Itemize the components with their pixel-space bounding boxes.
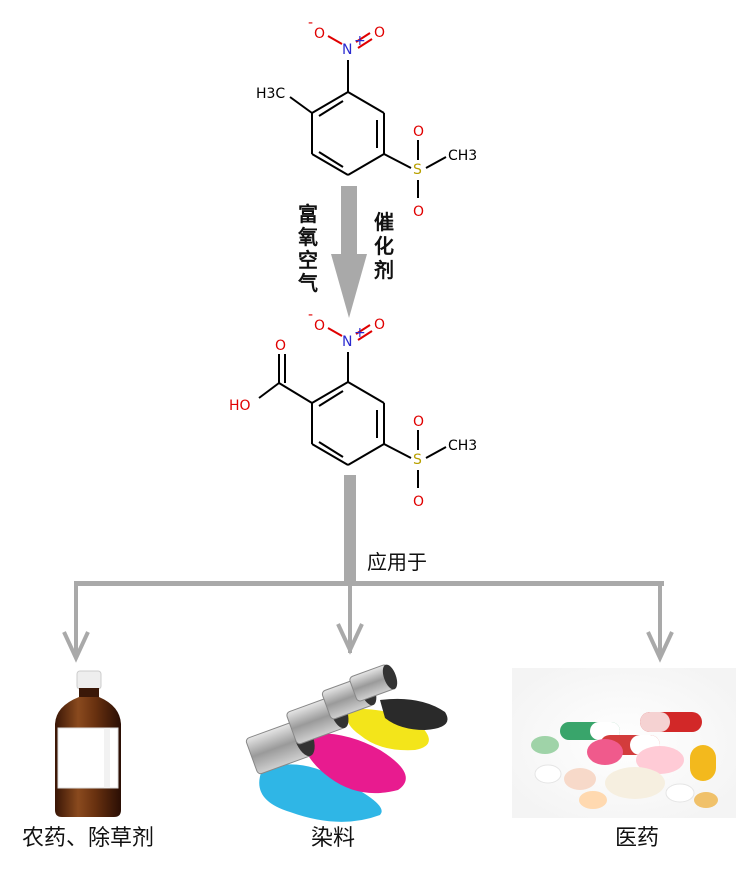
reactant-sulfonyl-o-top: O	[413, 124, 424, 140]
reactant-nitro-o-left: O	[314, 26, 325, 42]
application-label: 应用于	[367, 550, 427, 574]
pills-icon	[512, 668, 736, 818]
product-sulfonyl-o-top: O	[413, 414, 424, 430]
product-acid-oh: HO	[229, 398, 251, 414]
catalyst-char-2: 化	[374, 234, 394, 258]
reactant-nitro-charge-minus: -	[308, 15, 313, 31]
oxidant-char-2: 氧	[297, 225, 318, 249]
product-nitro-o-right: O	[374, 317, 385, 333]
reactant-nitro-o-right: O	[374, 25, 385, 41]
oxidant-char-4: 气	[297, 271, 318, 295]
paint-cans-icon	[245, 663, 447, 822]
reactant-nitro-charge-plus: +	[354, 33, 366, 49]
product-acid-o: O	[275, 338, 286, 354]
catalyst-char-1: 催	[374, 210, 394, 234]
application-caption-medicine: 医药	[615, 826, 659, 851]
application-caption-pesticide: 农药、除草剂	[22, 826, 154, 851]
catalyst-label: 催 化 剂	[374, 210, 394, 282]
reactant-sulfonyl-o-bottom: O	[413, 204, 424, 220]
reactant-sulfonyl-methyl: CH3	[448, 148, 477, 164]
product-sulfonyl-methyl: CH3	[448, 438, 477, 454]
product-nitro-n: N	[342, 334, 352, 350]
application-caption-dye: 染料	[311, 826, 355, 851]
product-nitro-o-left: O	[314, 318, 325, 334]
catalyst-char-3: 剂	[374, 258, 394, 282]
reactant-nitro-n: N	[342, 42, 352, 58]
bottle-icon	[55, 671, 121, 817]
product-sulfonyl-o-bottom: O	[413, 494, 424, 510]
reaction-arrow	[331, 186, 367, 318]
oxidant-char-1: 富	[298, 202, 318, 226]
oxidant-label: 富 氧 空 气	[297, 202, 318, 295]
oxidant-char-3: 空	[298, 248, 318, 272]
product-nitro-charge-plus: +	[354, 325, 366, 341]
product-sulfur: S	[413, 452, 422, 468]
product-nitro-charge-minus: -	[308, 307, 313, 323]
reactant-sulfur: S	[413, 162, 422, 178]
reactant-methyl-label: H3C	[256, 86, 285, 102]
reactant-structure: H3C N + O - O S O O CH3	[256, 15, 477, 220]
